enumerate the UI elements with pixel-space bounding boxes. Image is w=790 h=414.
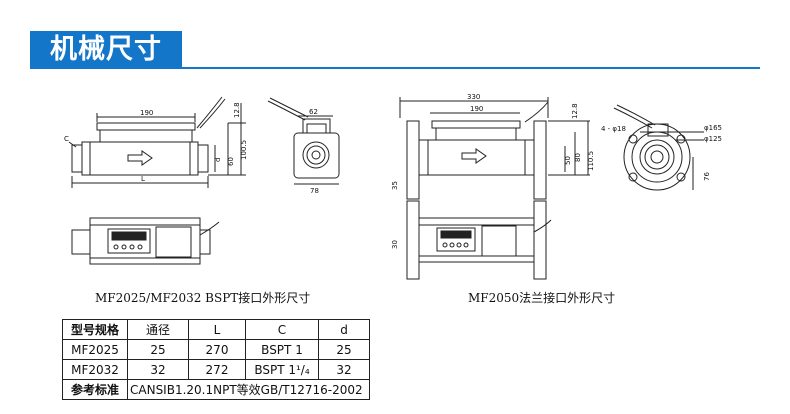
header-cell: 型号规格 — [62, 319, 128, 340]
dim-h1: 12.8 — [233, 102, 241, 118]
dim-l: L — [141, 175, 145, 183]
dim-len-top-r: 190 — [470, 105, 483, 113]
left-front-view — [71, 217, 220, 265]
left-side-view: 190 C L d 60 100.5 12.8 — [64, 96, 248, 188]
table-cell: BSPT 1¹/₄ — [245, 359, 319, 380]
left-end-view: 62 78 — [267, 97, 340, 195]
table-row: MF2032 32 272 BSPT 1¹/₄ 32 — [62, 359, 370, 380]
right-end-view: 4 - φ18 φ165 φ125 76 — [601, 104, 722, 191]
section-title: 机械尺寸 — [30, 31, 182, 68]
dim-w-end2: 78 — [310, 187, 319, 195]
dim-dia2: φ125 — [704, 135, 722, 143]
right-caption: MF2050法兰接口外形尺寸 — [468, 291, 616, 305]
table-cell: MF2025 — [62, 339, 128, 360]
left-caption: MF2025/MF2032 BSPT接口外形尺寸 — [95, 291, 311, 305]
table-cell: 32 — [318, 359, 370, 380]
dim-len-top: 190 — [140, 109, 153, 117]
table-cell: 272 — [188, 359, 246, 380]
dim-total: 330 — [467, 93, 480, 101]
spec-table: 型号规格 通径 L C d MF2025 25 270 BSPT 1 25 MF… — [62, 319, 370, 400]
table-cell: 25 — [318, 339, 370, 360]
dim-h-total-r: 110.5 — [587, 151, 595, 171]
dim-d: d — [214, 158, 222, 162]
dim-side: 76 — [703, 172, 711, 181]
dim-bolts: 4 - φ18 — [601, 125, 626, 133]
right-side-view: 330 190 50 80 110.5 12.8 35 — [391, 93, 595, 200]
dim-dia1: φ165 — [704, 124, 722, 132]
dim-h-in: 50 — [564, 156, 572, 165]
table-standard-row: 参考标准 CANSIB1.20.1NPT等效GB/T12716-2002 — [62, 379, 370, 400]
title-underline — [30, 67, 760, 69]
right-front-view: 30 — [391, 200, 552, 280]
header-cell: 通径 — [127, 319, 189, 340]
table-row: MF2025 25 270 BSPT 1 25 — [62, 339, 370, 360]
dim-left-h: 35 — [391, 181, 399, 190]
dim-h-mid-r: 80 — [574, 153, 582, 162]
dim-h1-r: 12.8 — [571, 103, 579, 119]
table-cell: 32 — [127, 359, 189, 380]
table-cell: BSPT 1 — [245, 339, 319, 360]
dim-w-end: 62 — [309, 108, 318, 116]
table-header-row: 型号规格 通径 L C d — [62, 319, 370, 340]
dim-bottom-h: 30 — [391, 240, 399, 249]
table-cell: 25 — [127, 339, 189, 360]
header-cell: d — [318, 319, 370, 340]
header-cell: L — [188, 319, 246, 340]
dim-h-total: 100.5 — [240, 140, 248, 160]
dim-h-mid: 60 — [227, 157, 235, 166]
dim-c: C — [64, 135, 69, 143]
standard-label: 参考标准 — [62, 379, 128, 400]
table-cell: MF2032 — [62, 359, 128, 380]
standard-value: CANSIB1.20.1NPT等效GB/T12716-2002 — [127, 379, 370, 400]
table-cell: 270 — [188, 339, 246, 360]
header-cell: C — [245, 319, 319, 340]
